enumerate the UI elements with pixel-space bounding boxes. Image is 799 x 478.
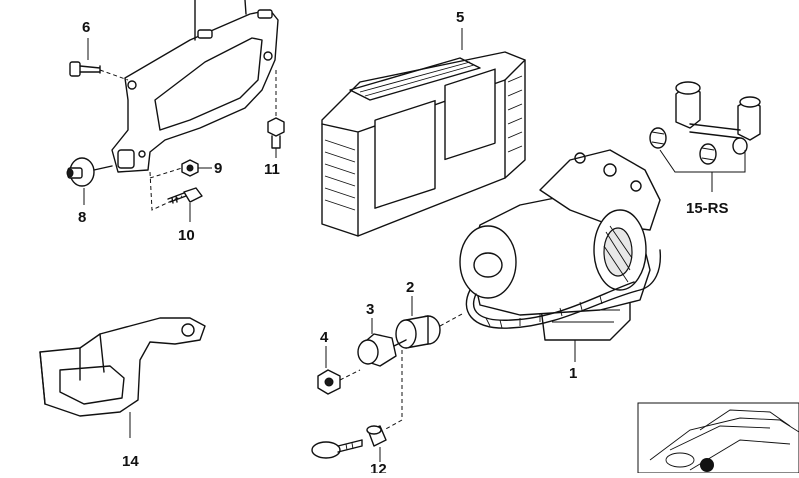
callout-1: 1 bbox=[569, 365, 577, 382]
bracket-lead-15 bbox=[659, 149, 746, 173]
mounting-bracket-upper bbox=[111, 0, 279, 173]
callout-15-rs: 15-RS bbox=[686, 200, 729, 217]
rubber-mount-part-2 bbox=[395, 315, 441, 349]
mount-part-8 bbox=[66, 157, 113, 187]
callout-5: 5 bbox=[456, 9, 464, 26]
callout-6: 6 bbox=[82, 19, 90, 36]
support-bracket-part-14 bbox=[39, 317, 206, 417]
screw-part-10 bbox=[167, 187, 203, 204]
callout-11: 11 bbox=[264, 161, 280, 178]
assembly-line-10 bbox=[149, 171, 183, 211]
bolt-part-6 bbox=[69, 61, 101, 77]
callout-4: 4 bbox=[320, 329, 329, 346]
bolt-part-13 bbox=[311, 439, 363, 459]
callout-9: 9 bbox=[214, 160, 222, 177]
pump-motor-part-1 bbox=[459, 149, 662, 341]
vehicle-location-thumbnail bbox=[637, 402, 799, 474]
callout-10: 10 bbox=[178, 227, 195, 244]
assembly-line-12 bbox=[383, 350, 403, 431]
assembly-line-6 bbox=[99, 69, 129, 81]
callout-8: 8 bbox=[78, 209, 86, 226]
mount-part-3 bbox=[357, 333, 407, 367]
assembly-line-9 bbox=[149, 167, 183, 179]
callout-2: 2 bbox=[406, 279, 414, 296]
control-module-part-5 bbox=[321, 51, 526, 237]
nut-part-4 bbox=[317, 369, 341, 395]
hose-fitting-part-15 bbox=[649, 81, 761, 165]
nut-part-9 bbox=[181, 159, 199, 177]
callout-14: 14 bbox=[122, 453, 139, 470]
assembly-line-2 bbox=[439, 313, 463, 327]
callout-12: 12 bbox=[370, 461, 387, 473]
bolt-part-11 bbox=[267, 117, 285, 149]
spacer-part-12 bbox=[366, 425, 387, 447]
assembly-line-4 bbox=[339, 369, 361, 381]
callout-3: 3 bbox=[366, 301, 374, 318]
